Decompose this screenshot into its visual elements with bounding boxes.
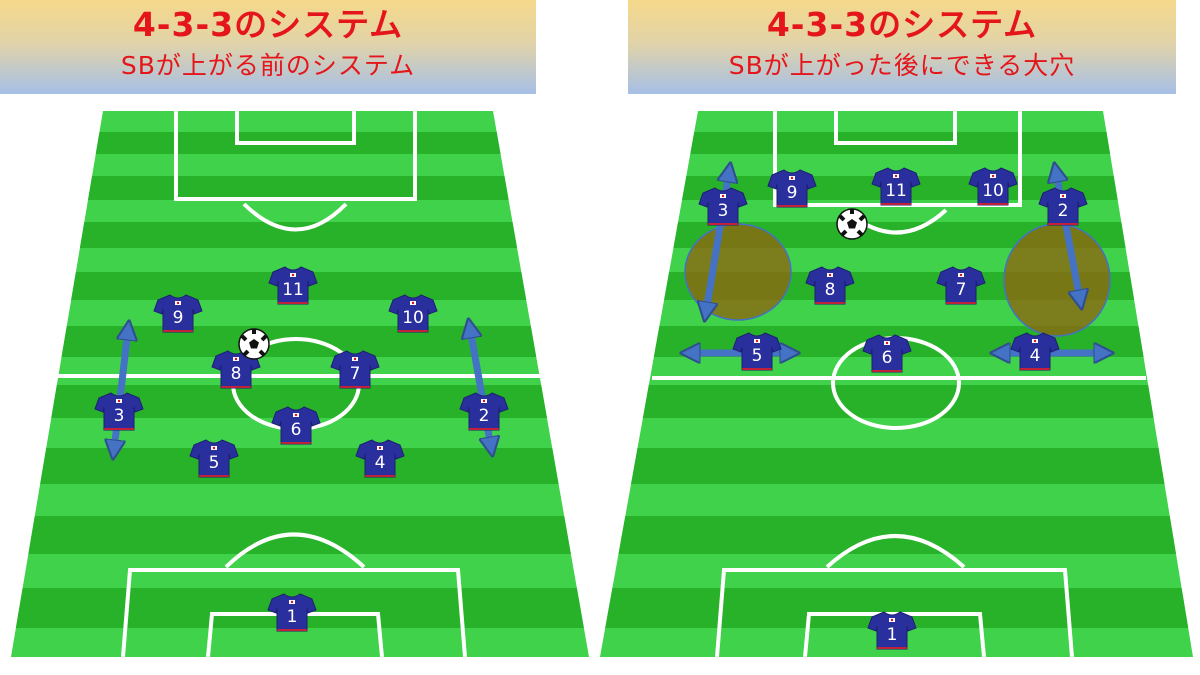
right-subtitle: SBが上がった後にできる大穴 — [728, 51, 1076, 80]
player-jersey: 9 — [153, 294, 203, 333]
player-number: 10 — [402, 308, 424, 328]
right-title-banner: 4-3-3のシステム SBが上がった後にできる大穴 — [628, 0, 1176, 94]
soccer-ball-icon — [238, 328, 270, 360]
left-players: 11 9 10 8 7 3 2 6 5 4 1 — [94, 266, 509, 632]
player-jersey: 5 — [189, 439, 239, 478]
player-jersey: 3 — [698, 187, 748, 226]
right-players: 9 11 10 3 2 8 7 5 6 4 1 — [698, 167, 1088, 650]
player-number: 4 — [1030, 346, 1041, 366]
player-jersey: 1 — [867, 611, 917, 650]
player-number: 5 — [752, 346, 763, 366]
player-jersey: 2 — [1038, 187, 1088, 226]
player-jersey: 11 — [871, 167, 921, 206]
player-number: 8 — [231, 364, 242, 384]
player-jersey: 7 — [330, 350, 380, 389]
left-gap-zone — [684, 223, 792, 321]
player-number: 1 — [287, 607, 298, 627]
left-title-banner: 4-3-3のシステム SBが上がる前のシステム — [0, 0, 536, 94]
player-jersey: 10 — [968, 167, 1018, 206]
player-jersey: 9 — [767, 169, 817, 208]
player-number: 2 — [479, 406, 490, 426]
player-jersey: 3 — [94, 392, 144, 431]
player-jersey: 5 — [732, 332, 782, 371]
left-formation-pitch: 11 9 10 8 7 3 2 6 5 4 1 — [11, 111, 589, 658]
player-jersey: 7 — [936, 266, 986, 305]
player-number: 9 — [787, 183, 798, 203]
soccer-ball-icon — [836, 208, 868, 240]
player-number: 3 — [114, 406, 125, 426]
player-number: 2 — [1058, 201, 1069, 221]
left-subtitle: SBが上がる前のシステム — [120, 51, 416, 80]
player-number: 11 — [282, 280, 304, 300]
left-title: 4-3-3のシステム — [132, 5, 404, 44]
player-number: 10 — [982, 181, 1004, 201]
player-number: 7 — [956, 280, 967, 300]
player-number: 3 — [718, 201, 729, 221]
right-gap-zone — [1003, 223, 1111, 337]
player-number: 6 — [291, 420, 302, 440]
player-jersey: 10 — [388, 294, 438, 333]
player-jersey: 2 — [459, 392, 509, 431]
player-number: 11 — [885, 181, 907, 201]
player-number: 5 — [209, 453, 220, 473]
player-jersey: 6 — [862, 334, 912, 373]
player-number: 4 — [375, 453, 386, 473]
player-number: 7 — [350, 364, 361, 384]
right-title: 4-3-3のシステム — [766, 5, 1038, 44]
player-jersey: 8 — [805, 266, 855, 305]
player-number: 1 — [887, 625, 898, 645]
player-jersey: 11 — [268, 266, 318, 305]
player-number: 8 — [825, 280, 836, 300]
player-jersey: 6 — [271, 406, 321, 445]
player-jersey: 4 — [355, 439, 405, 478]
player-jersey: 4 — [1010, 332, 1060, 371]
player-number: 9 — [173, 308, 184, 328]
player-number: 6 — [882, 348, 893, 368]
player-jersey: 1 — [267, 593, 317, 632]
